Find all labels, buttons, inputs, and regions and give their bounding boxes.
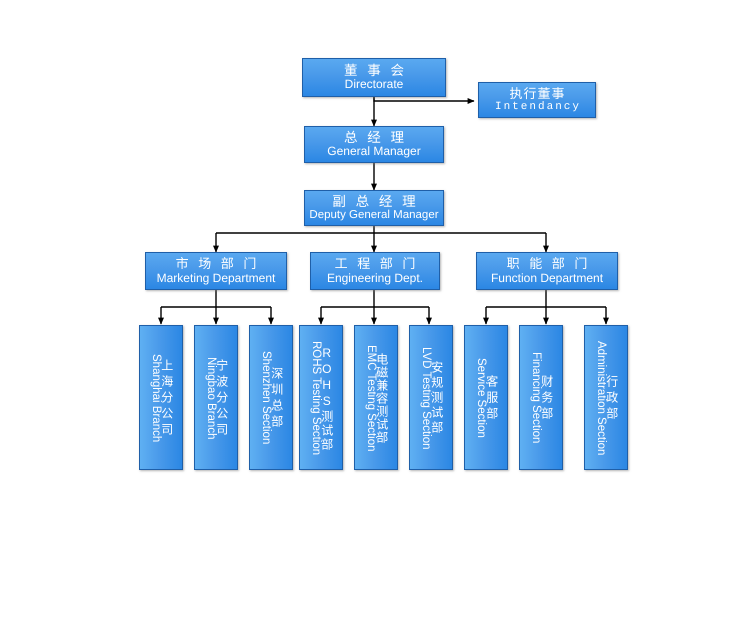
- leaf-ningbao-branch-en: Ningbao Branch: [204, 356, 217, 440]
- leaf-emc-testing-section-inner: 电磁兼容测试部 EMC Testing Section: [355, 326, 397, 469]
- leaf-financing-section[interactable]: 财务部 Financing Section: [519, 325, 563, 470]
- node-deputy-general-manager-en: Deputy General Manager: [309, 209, 439, 222]
- leaf-ningbao-branch-cn: 宁波分公司: [214, 358, 229, 439]
- leaf-shenzhen-section-inner: 深圳总部 Shenzhen Section: [250, 326, 292, 469]
- leaf-shanghai-branch-cn: 上海分公司: [159, 358, 174, 439]
- leaf-rohs-testing-section-cn: ROHS测试部: [319, 345, 334, 452]
- node-deputy-general-manager-cn: 副 总 经 理: [332, 194, 419, 209]
- leaf-ningbao-branch-inner: 宁波分公司 Ningbao Branch: [195, 326, 237, 469]
- leaf-administration-section-en: Administration Section: [594, 340, 607, 456]
- leaf-lvd-testing-section[interactable]: 安规测试部 LVD Testing Section: [409, 325, 453, 470]
- leaf-service-section-cn: 客服部: [484, 374, 499, 423]
- node-marketing-department-en: Marketing Department: [156, 270, 276, 285]
- leaf-service-section[interactable]: 客服部 Service Section: [464, 325, 508, 470]
- node-engineering-department-en: Engineering Dept.: [326, 270, 424, 285]
- node-function-department-cn: 职 能 部 门: [506, 256, 591, 271]
- leaf-rohs-testing-section[interactable]: ROHS测试部 ROHS Testing Section: [299, 325, 343, 470]
- leaf-administration-section-inner: 行政部 Administration Section: [585, 326, 627, 469]
- node-function-department-en: Function Department: [490, 270, 604, 285]
- leaf-emc-testing-section-en: EMC Testing Section: [364, 344, 377, 452]
- leaf-rohs-testing-section-inner: ROHS测试部 ROHS Testing Section: [300, 326, 342, 469]
- node-directorate[interactable]: 董 事 会 Directorate: [302, 58, 446, 97]
- node-directorate-cn: 董 事 会: [343, 63, 407, 79]
- node-general-manager[interactable]: 总 经 理 General Manager: [304, 126, 444, 163]
- node-general-manager-cn: 总 经 理: [343, 130, 407, 146]
- leaf-lvd-testing-section-cn: 安规测试部: [429, 361, 444, 436]
- leaf-lvd-testing-section-en: LVD Testing Section: [419, 346, 432, 450]
- leaf-financing-section-cn: 财务部: [539, 374, 554, 423]
- leaf-service-section-en: Service Section: [474, 358, 487, 438]
- leaf-financing-section-en: Financing Section: [529, 352, 542, 444]
- leaf-shanghai-branch[interactable]: 上海分公司 Shanghai Branch: [139, 325, 183, 470]
- leaf-shenzhen-section-cn: 深圳总部: [269, 366, 284, 431]
- node-marketing-department[interactable]: 市 场 部 门 Marketing Department: [145, 252, 287, 290]
- leaf-emc-testing-section-cn: 电磁兼容测试部: [374, 353, 389, 444]
- node-intendancy-en: Intendancy: [494, 101, 581, 114]
- leaf-rohs-testing-section-en: ROHS Testing Section: [309, 340, 322, 456]
- node-intendancy-cn: 执行董事: [509, 85, 566, 101]
- node-engineering-department[interactable]: 工 程 部 门 Engineering Dept.: [310, 252, 440, 290]
- leaf-lvd-testing-section-inner: 安规测试部 LVD Testing Section: [410, 326, 452, 469]
- node-directorate-en: Directorate: [344, 77, 404, 92]
- leaf-shanghai-branch-en: Shanghai Branch: [149, 353, 162, 443]
- leaf-administration-section-cn: 行政部: [604, 374, 619, 423]
- leaf-financing-section-inner: 财务部 Financing Section: [520, 326, 562, 469]
- leaf-shenzhen-section[interactable]: 深圳总部 Shenzhen Section: [249, 325, 293, 470]
- node-deputy-general-manager[interactable]: 副 总 经 理 Deputy General Manager: [304, 190, 444, 226]
- node-intendancy[interactable]: 执行董事 Intendancy: [478, 82, 596, 118]
- node-function-department[interactable]: 职 能 部 门 Function Department: [476, 252, 618, 290]
- node-general-manager-en: General Manager: [327, 144, 421, 159]
- node-marketing-department-cn: 市 场 部 门: [175, 256, 260, 271]
- leaf-emc-testing-section[interactable]: 电磁兼容测试部 EMC Testing Section: [354, 325, 398, 470]
- node-engineering-department-cn: 工 程 部 门: [334, 256, 419, 271]
- leaf-shanghai-branch-inner: 上海分公司 Shanghai Branch: [140, 326, 182, 469]
- leaf-administration-section[interactable]: 行政部 Administration Section: [584, 325, 628, 470]
- leaf-service-section-inner: 客服部 Service Section: [465, 326, 507, 469]
- leaf-ningbao-branch[interactable]: 宁波分公司 Ningbao Branch: [194, 325, 238, 470]
- leaf-shenzhen-section-en: Shenzhen Section: [259, 351, 272, 445]
